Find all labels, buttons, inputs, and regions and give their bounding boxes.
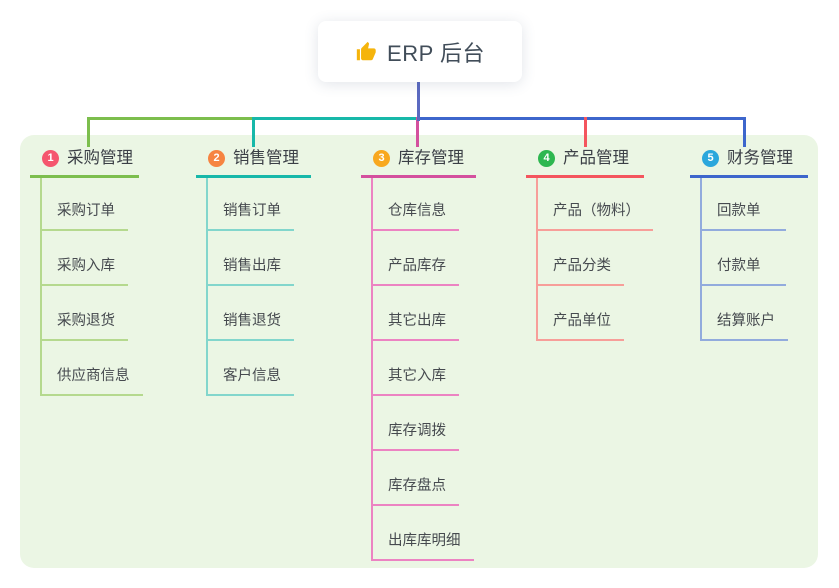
branch-number-badge: 5 xyxy=(702,149,719,167)
child-node[interactable]: 产品（物料） xyxy=(536,202,653,231)
branch-title-label: 库存管理 xyxy=(398,149,464,167)
child-node[interactable]: 销售退货 xyxy=(206,312,294,341)
branch-node-4[interactable]: 4 产品管理 xyxy=(526,147,644,178)
branch-drop-line-3 xyxy=(416,117,419,147)
child-node[interactable]: 库存调拨 xyxy=(371,422,459,451)
branch-drop-line-1 xyxy=(87,117,90,147)
child-node[interactable]: 客户信息 xyxy=(206,367,294,396)
child-node[interactable]: 库存盘点 xyxy=(371,477,459,506)
mindmap-panel xyxy=(20,135,818,568)
branch-number: 3 xyxy=(378,151,385,164)
child-node[interactable]: 付款单 xyxy=(700,257,786,286)
branch-connector-hline-2 xyxy=(252,117,418,120)
child-node[interactable]: 销售订单 xyxy=(206,202,294,231)
branch-node-2[interactable]: 2 销售管理 xyxy=(196,147,311,178)
branch-number-badge: 3 xyxy=(373,149,390,167)
child-node[interactable]: 销售出库 xyxy=(206,257,294,286)
branch-title-label: 财务管理 xyxy=(727,149,793,167)
root-connector-line xyxy=(417,82,420,121)
child-node[interactable]: 出库库明细 xyxy=(371,532,474,561)
branch-number-badge: 4 xyxy=(538,149,555,167)
branch-title-label: 销售管理 xyxy=(233,149,299,167)
root-node-label: ERP 后台 xyxy=(387,40,485,66)
thumbs-up-icon xyxy=(355,41,377,63)
child-node[interactable]: 产品单位 xyxy=(536,312,624,341)
branch-drop-line-4 xyxy=(584,117,587,147)
branch-connector-hline-1 xyxy=(87,117,253,120)
root-node[interactable]: ERP 后台 xyxy=(318,21,522,82)
child-node[interactable]: 供应商信息 xyxy=(40,367,143,396)
branch-spine-line xyxy=(700,175,702,341)
branch-title-label: 产品管理 xyxy=(563,149,629,167)
branch-number: 5 xyxy=(707,151,714,164)
branch-title-label: 采购管理 xyxy=(67,149,133,167)
child-node[interactable]: 其它入库 xyxy=(371,367,459,396)
branch-connector-hline-3 xyxy=(417,117,746,120)
branch-number: 2 xyxy=(213,151,220,164)
branch-drop-line-5 xyxy=(743,117,746,147)
branch-drop-line-2 xyxy=(252,117,255,147)
branch-node-5[interactable]: 5 财务管理 xyxy=(690,147,808,178)
branch-node-1[interactable]: 1 采购管理 xyxy=(30,147,139,178)
child-node[interactable]: 结算账户 xyxy=(700,312,788,341)
child-node[interactable]: 仓库信息 xyxy=(371,202,459,231)
branch-number-badge: 1 xyxy=(42,149,59,167)
branch-node-3[interactable]: 3 库存管理 xyxy=(361,147,476,178)
branch-spine-line xyxy=(536,175,538,341)
child-node[interactable]: 产品分类 xyxy=(536,257,624,286)
child-node[interactable]: 采购入库 xyxy=(40,257,128,286)
branch-number: 4 xyxy=(543,151,550,164)
child-node[interactable]: 产品库存 xyxy=(371,257,459,286)
child-node[interactable]: 回款单 xyxy=(700,202,786,231)
branch-spine-line xyxy=(371,175,373,561)
branch-number: 1 xyxy=(47,151,54,164)
child-node[interactable]: 采购订单 xyxy=(40,202,128,231)
child-node[interactable]: 其它出库 xyxy=(371,312,459,341)
branch-number-badge: 2 xyxy=(208,149,225,167)
child-node[interactable]: 采购退货 xyxy=(40,312,128,341)
